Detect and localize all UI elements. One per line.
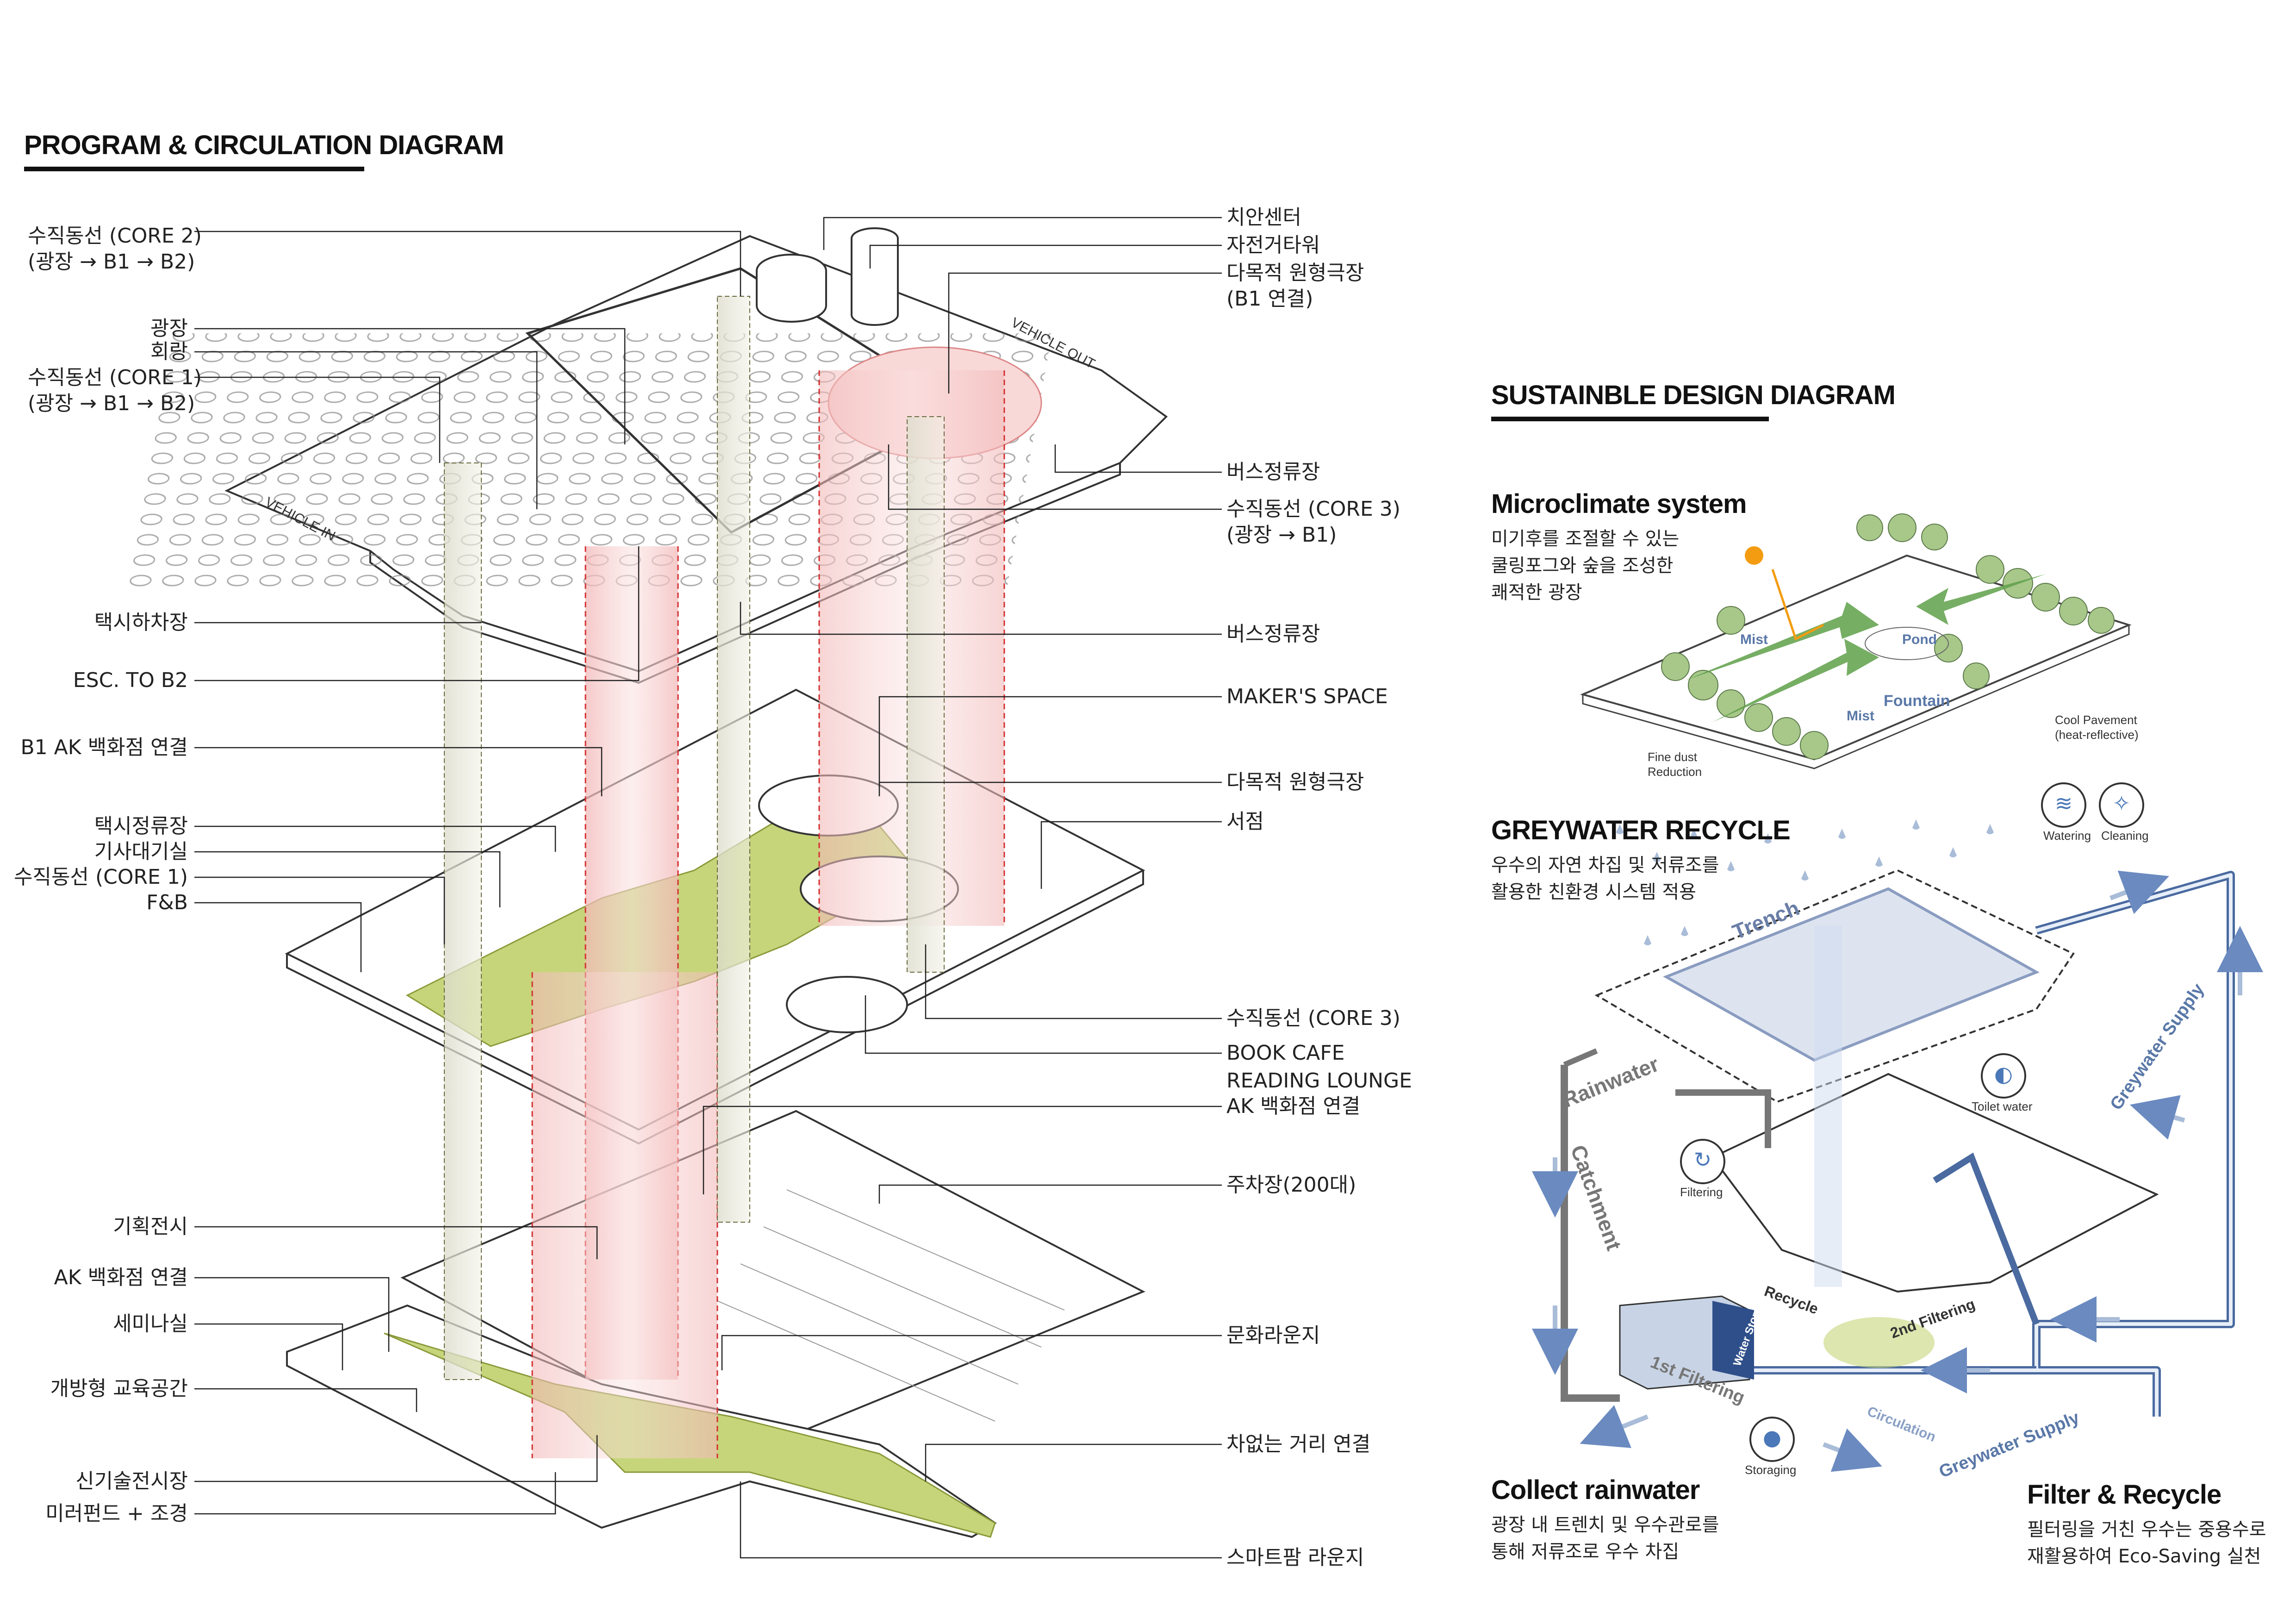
label-driver-lounge: 기사대기실 (94, 839, 188, 865)
label-police: 치안센터 (1226, 205, 1301, 231)
sustainable-title: SUSTAINBLE DESIGN DIAGRAM (1491, 380, 1895, 411)
filter-title: Filter & Recycle (2027, 1479, 2221, 1510)
label-core1: 수직동선 (CORE 1) (28, 365, 202, 391)
label-seminar: 세미나실 (113, 1311, 188, 1337)
label-amphitheater-b1-2: 다목적 원형극장 (1226, 769, 1364, 795)
sustainable-title-rule (1491, 417, 1769, 421)
tag-pond: Pond (1902, 632, 1937, 648)
label-bus-stop-2: 버스정류장 (1226, 621, 1320, 647)
label-exhibition: 기획전시 (113, 1214, 188, 1240)
note-cool-pavement: Cool Pavement (2055, 713, 2137, 727)
toilet-label: Toilet water (1972, 1099, 2033, 1114)
label-core3-route: (광장 → B1) (1226, 522, 1337, 548)
label-core2: 수직동선 (CORE 2) (28, 223, 202, 249)
storaging-icon: ● (1749, 1417, 1795, 1462)
greywater-desc-2: 활용한 친환경 시스템 적용 (1491, 879, 1696, 906)
microclimate-desc-2: 쿨링포그와 숲을 조성한 (1491, 552, 1673, 579)
microclimate-desc-1: 미기후를 조절할 수 있는 (1491, 525, 1679, 552)
microclimate-title: Microclimate system (1491, 488, 1747, 519)
label-taxi-stand: 택시정류장 (94, 813, 188, 839)
collect-desc-1: 광장 내 트렌치 및 우수관로를 (1491, 1512, 1719, 1538)
label-ak-link-b1: AK 백화점 연결 (1226, 1093, 1360, 1119)
filter-desc-2: 재활용하여 Eco-Saving 실천 (2027, 1543, 2261, 1570)
filtering-label: Filtering (1680, 1185, 1723, 1199)
label-car-free-street: 차없는 거리 연결 (1226, 1431, 1370, 1457)
label-core1-route: (광장 → B1 → B2) (28, 391, 195, 417)
label-reading-lounge: READING LOUNGE (1226, 1068, 1412, 1094)
label-core3: 수직동선 (CORE 3) (1226, 496, 1400, 522)
label-core2-route: (광장 → B1 → B2) (28, 249, 195, 275)
microclimate-desc-3: 쾌적한 광장 (1491, 579, 1582, 606)
toilet-icon: ◐ (1981, 1053, 2026, 1099)
tag-fountain: Fountain (1884, 692, 1950, 710)
label-bus-stop-1: 버스정류장 (1226, 459, 1320, 485)
label-b1-ak: B1 AK 백화점 연결 (21, 735, 188, 761)
label-parking: 주차장(200대) (1226, 1172, 1356, 1198)
filtering-icon: ↻ (1680, 1139, 1725, 1184)
label-tech-exhibit: 신기술전시장 (75, 1468, 188, 1494)
cleaning-label: Cleaning (2101, 829, 2149, 843)
note-fine-dust: Fine dust (1648, 750, 1697, 764)
program-title: PROGRAM & CIRCULATION DIAGRAM (24, 130, 504, 161)
label-corridor: 회랑 (150, 339, 188, 365)
note-fine-dust-sub: Reduction (1648, 765, 1702, 779)
label-esc-b2: ESC. TO B2 (73, 668, 188, 693)
label-amphitheater: 다목적 원형극장 (1226, 260, 1364, 286)
filter-desc-1: 필터링을 거친 우수는 중용수로 (2027, 1516, 2266, 1543)
label-ak-link-b2: AK 백화점 연결 (54, 1265, 188, 1291)
collect-desc-2: 통해 저류조로 우수 차집 (1491, 1538, 1679, 1565)
tag-mist-1: Mist (1740, 632, 1768, 648)
collect-title: Collect rainwater (1491, 1474, 1699, 1505)
label-core3-b1: 수직동선 (CORE 3) (1226, 1006, 1400, 1031)
greywater-title: GREYWATER RECYCLE (1491, 815, 1790, 846)
label-fnb: F&B (146, 890, 188, 916)
label-makers-space: MAKER'S SPACE (1226, 684, 1388, 710)
watering-icon: ≋ (2041, 782, 2086, 828)
label-bike-tower: 자전거타워 (1226, 232, 1320, 258)
program-title-rule (24, 167, 364, 171)
label-education: 개방형 교육공간 (50, 1376, 188, 1402)
label-culture-lounge: 문화라운지 (1226, 1323, 1320, 1349)
note-cool-pavement-sub: (heat-reflective) (2055, 728, 2139, 742)
label-book-cafe: BOOK CAFE (1226, 1040, 1344, 1066)
label-amphitheater-b1: (B1 연결) (1226, 286, 1313, 312)
watering-label: Watering (2043, 829, 2091, 843)
label-smartfarm: 스마트팜 라운지 (1226, 1545, 1364, 1571)
greywater-desc-1: 우수의 자연 차집 및 저류조를 (1491, 852, 1719, 879)
label-taxi-dropoff: 택시하차장 (94, 610, 188, 636)
tag-mist-2: Mist (1847, 708, 1874, 724)
cleaning-icon: ✧ (2099, 782, 2144, 828)
label-bookstore: 서점 (1226, 809, 1264, 835)
label-plaza: 광장 (150, 316, 188, 342)
label-core1-b1: 수직동선 (CORE 1) (14, 864, 188, 890)
storaging-label: Storaging (1745, 1463, 1796, 1477)
label-mirror-pond: 미러펀드 + 조경 (45, 1501, 188, 1527)
